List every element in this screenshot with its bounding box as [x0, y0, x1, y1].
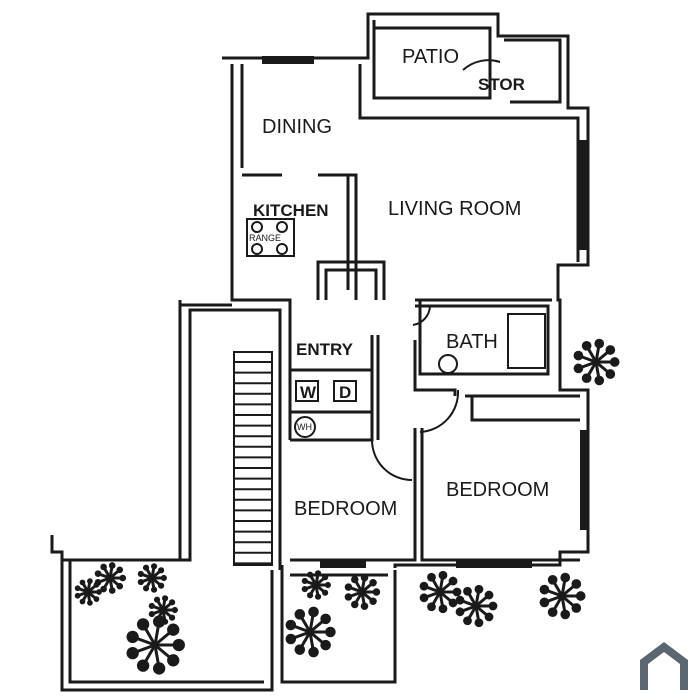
- dryer-label: D: [339, 383, 351, 402]
- laundry: W D WH: [294, 354, 458, 438]
- label-bath: BATH: [446, 331, 498, 353]
- label-living-room: LIVING ROOM: [388, 198, 521, 220]
- interior-walls: [242, 59, 580, 562]
- tree-icon: [137, 563, 167, 593]
- tree-icon: [301, 570, 331, 600]
- label-entry: ENTRY: [296, 340, 354, 359]
- exterior-walls: [50, 12, 590, 692]
- room-labels: PATIO STOR DINING KITCHEN LIVING ROOM EN…: [253, 46, 549, 520]
- label-patio: PATIO: [402, 46, 459, 68]
- water-heater-label: WH: [297, 422, 312, 432]
- toilet-icon: [438, 354, 458, 374]
- label-storage: STOR: [478, 75, 525, 94]
- tree-icon: [126, 615, 185, 675]
- tree-icon: [455, 584, 498, 628]
- windows: [262, 56, 588, 568]
- stairs: [233, 351, 273, 566]
- home-logo-icon: [640, 642, 688, 690]
- range-cooktop: RANGE: [246, 218, 295, 257]
- tree-icon: [419, 570, 462, 614]
- tree-icon: [573, 338, 620, 386]
- tree-icon: [285, 606, 336, 658]
- label-dining: DINING: [262, 116, 332, 138]
- bathtub: [507, 313, 546, 369]
- range-label: RANGE: [249, 233, 281, 243]
- tree-icon: [74, 578, 102, 606]
- washer-label: W: [300, 383, 317, 402]
- tree-icon: [94, 562, 127, 594]
- label-bedroom-large: BEDROOM: [446, 479, 549, 501]
- label-kitchen: KITCHEN: [253, 201, 329, 220]
- tree-icon: [344, 574, 381, 610]
- tree-icon: [539, 572, 586, 620]
- trees: [74, 338, 620, 675]
- label-bedroom-small: BEDROOM: [294, 498, 397, 520]
